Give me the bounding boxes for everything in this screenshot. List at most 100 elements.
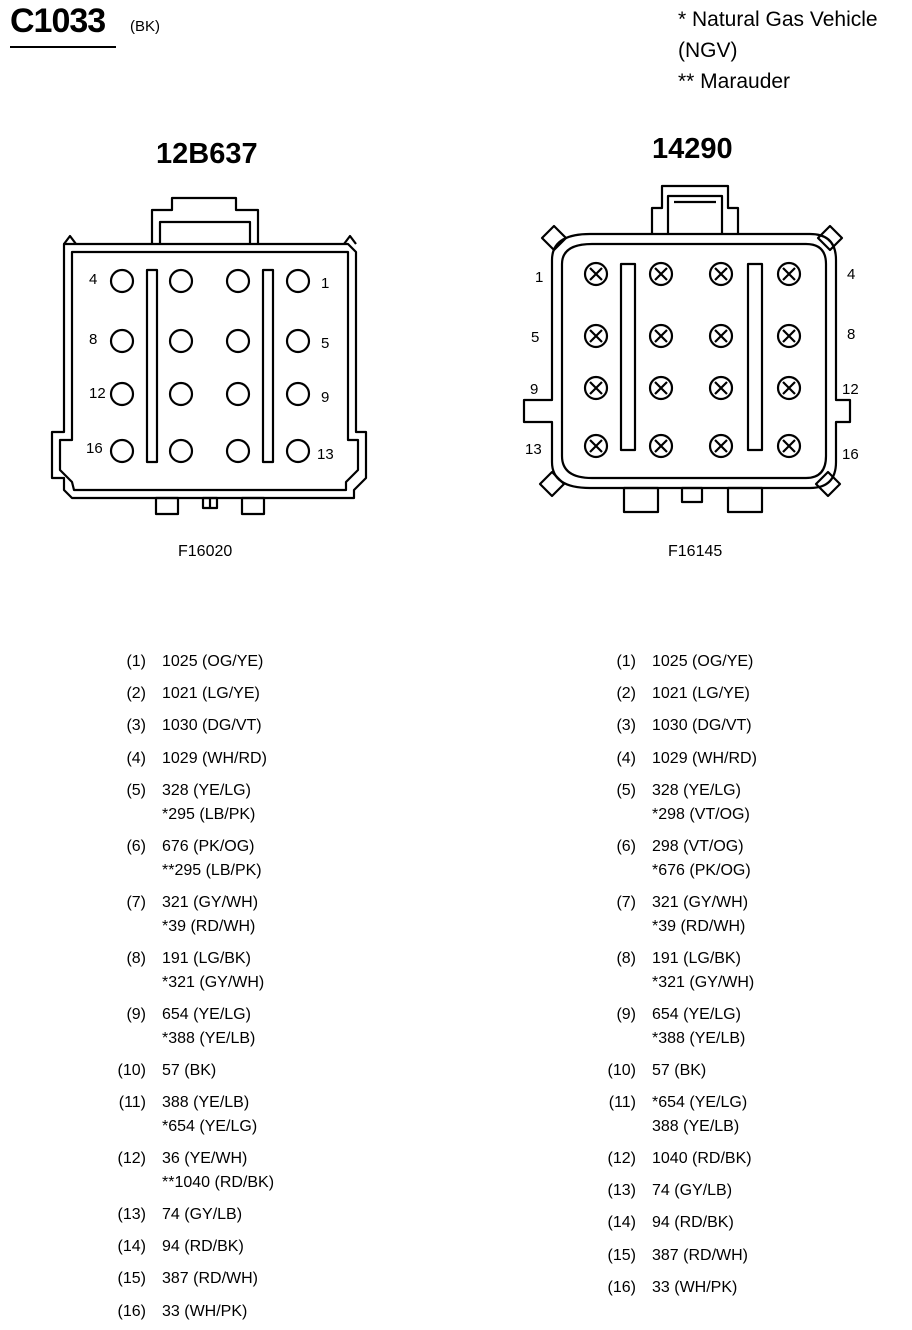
- right-pin-label-8: 8: [847, 326, 856, 343]
- pin-wire-list: 387 (RD/WH): [652, 1244, 748, 1268]
- right-pin-label-9: 9: [530, 381, 539, 398]
- wire-circuit: *388 (YE/LB): [652, 1029, 746, 1047]
- pin-number: (11): [608, 1094, 636, 1111]
- pin-wire-list: 1040 (RD/BK): [652, 1147, 752, 1171]
- pin-wire-list: 1029 (WH/RD): [162, 747, 267, 771]
- pin-wire-list: 321 (GY/WH)*39 (RD/WH): [162, 891, 258, 939]
- left-pin-label-8: 8: [89, 331, 98, 348]
- pin-cavity-4: [776, 261, 802, 287]
- pin-number: (15): [117, 1270, 146, 1288]
- pin-cavity-8: [109, 328, 135, 354]
- pin-cavity-15: [708, 433, 734, 459]
- right-pinout-table: (1)1025 (OG/YE)(2)1021 (LG/YE)(3)1030 (D…: [604, 650, 904, 1330]
- pin-cavity-13: [285, 438, 311, 464]
- pin-wire-list: 94 (RD/BK): [652, 1211, 734, 1235]
- wire-circuit: 33 (WH/PK): [162, 1302, 248, 1320]
- pin-wire-list: 36 (YE/WH)**1040 (RD/BK): [162, 1147, 274, 1195]
- left-pin-label-5: 5: [321, 335, 330, 352]
- connector-drawings: [50, 184, 852, 516]
- pin-number: (9): [616, 1005, 636, 1023]
- wire-circuit: 328 (YE/LG): [652, 781, 741, 799]
- wire-circuit: *654 (YE/LG): [652, 1094, 748, 1111]
- pin-cavity-16: [109, 438, 135, 464]
- pin-cavity-12: [109, 381, 135, 407]
- pin-number: (12): [607, 1150, 636, 1167]
- wire-circuit: 1040 (RD/BK): [652, 1150, 752, 1167]
- right-pin-label-16: 16: [842, 446, 859, 463]
- left-pin-label-13: 13: [317, 446, 334, 463]
- wire-circuit: *39 (RD/WH): [652, 917, 746, 935]
- pin-wire-list: *654 (YE/LG)388 (YE/LB): [652, 1091, 747, 1139]
- wire-circuit: 74 (GY/LB): [162, 1206, 243, 1223]
- pin-wire-list: 321 (GY/WH)*39 (RD/WH): [652, 891, 748, 939]
- wire-circuit: *388 (YE/LB): [162, 1029, 256, 1047]
- pin-wire-list: 57 (BK): [652, 1059, 706, 1083]
- wire-circuit: 1029 (WH/RD): [652, 749, 757, 767]
- wire-circuit: 1030 (DG/VT): [652, 717, 752, 735]
- pin-cavity-13: [583, 433, 609, 459]
- pin-number: (6): [616, 837, 636, 855]
- wire-circuit: 74 (GY/LB): [652, 1182, 733, 1200]
- note-ngv-abbrev: (NGV): [678, 39, 738, 62]
- wire-circuit: 1030 (DG/VT): [162, 717, 262, 735]
- pin-cavity-6: [648, 323, 674, 349]
- wire-circuit: 94 (RD/BK): [162, 1238, 244, 1256]
- pin-number: (2): [616, 685, 636, 703]
- wire-circuit: 387 (RD/WH): [652, 1246, 749, 1264]
- pin-number: (14): [117, 1238, 146, 1256]
- pin-number: (5): [616, 781, 636, 799]
- pin-wire-list: 654 (YE/LG)*388 (YE/LB): [162, 1003, 255, 1051]
- wire-circuit: 1025 (OG/YE): [162, 653, 264, 670]
- pin-number: (15): [607, 1246, 636, 1264]
- pin-number: (10): [117, 1061, 146, 1079]
- pin-number: (7): [616, 893, 636, 911]
- pin-number: (3): [616, 717, 636, 735]
- pin-wire-list: 33 (WH/PK): [652, 1276, 737, 1300]
- wire-circuit: **295 (LB/PK): [162, 861, 262, 879]
- pin-number: (4): [126, 749, 146, 767]
- left-pin-label-4: 4: [89, 271, 98, 288]
- wire-circuit: 1021 (LG/YE): [162, 685, 260, 703]
- pin-cavity-7: [708, 323, 734, 349]
- pin-number: (3): [126, 717, 146, 735]
- pin-cavity-14: [225, 438, 251, 464]
- left-pinout-table: (1)1025 (OG/YE)(2)1021 (LG/YE)(3)1030 (D…: [114, 650, 414, 1330]
- right-pin-cavities-plugged: [583, 261, 802, 459]
- pin-number: (13): [117, 1206, 146, 1223]
- wire-circuit: 321 (GY/WH): [162, 893, 259, 911]
- pin-wire-list: 57 (BK): [162, 1059, 216, 1083]
- right-connector-face: [522, 184, 852, 514]
- pin-number: (5): [126, 781, 146, 799]
- left-pin-label-1: 1: [321, 275, 330, 292]
- wire-circuit: 33 (WH/PK): [652, 1278, 738, 1296]
- wire-circuit: 1021 (LG/YE): [652, 685, 750, 703]
- pin-wire-list: 328 (YE/LG)*298 (VT/OG): [652, 779, 750, 827]
- pin-cavity-10: [225, 381, 251, 407]
- pin-cavity-9: [285, 381, 311, 407]
- pin-number: (16): [607, 1278, 636, 1296]
- pin-wire-list: 1030 (DG/VT): [652, 714, 752, 738]
- right-pin-label-5: 5: [531, 329, 540, 346]
- right-pin-label-13: 13: [525, 441, 542, 458]
- wire-circuit: *321 (GY/WH): [162, 973, 265, 991]
- pin-number: (12): [117, 1150, 146, 1167]
- pin-cavity-6: [225, 328, 251, 354]
- pin-cavity-5: [583, 323, 609, 349]
- left-connector-face: [50, 196, 368, 516]
- pin-cavity-1: [285, 268, 311, 294]
- pin-cavity-12: [776, 375, 802, 401]
- pin-wire-list: 94 (RD/BK): [162, 1235, 244, 1259]
- pin-wire-list: 298 (VT/OG)*676 (PK/OG): [652, 835, 751, 883]
- pin-wire-list: 1030 (DG/VT): [162, 714, 262, 738]
- pin-wire-list: 387 (RD/WH): [162, 1267, 258, 1291]
- pin-cavity-3: [708, 261, 734, 287]
- wire-circuit: *295 (LB/PK): [162, 805, 256, 823]
- pin-number: (11): [118, 1094, 146, 1111]
- left-pin-label-12: 12: [89, 385, 106, 402]
- wire-circuit: 328 (YE/LG): [162, 781, 251, 799]
- pin-wire-list: 388 (YE/LB)*654 (YE/LG): [162, 1091, 257, 1139]
- pin-cavity-2: [225, 268, 251, 294]
- pin-number: (13): [607, 1182, 636, 1200]
- pin-cavity-10: [648, 375, 674, 401]
- pin-wire-list: 1025 (OG/YE): [162, 650, 263, 674]
